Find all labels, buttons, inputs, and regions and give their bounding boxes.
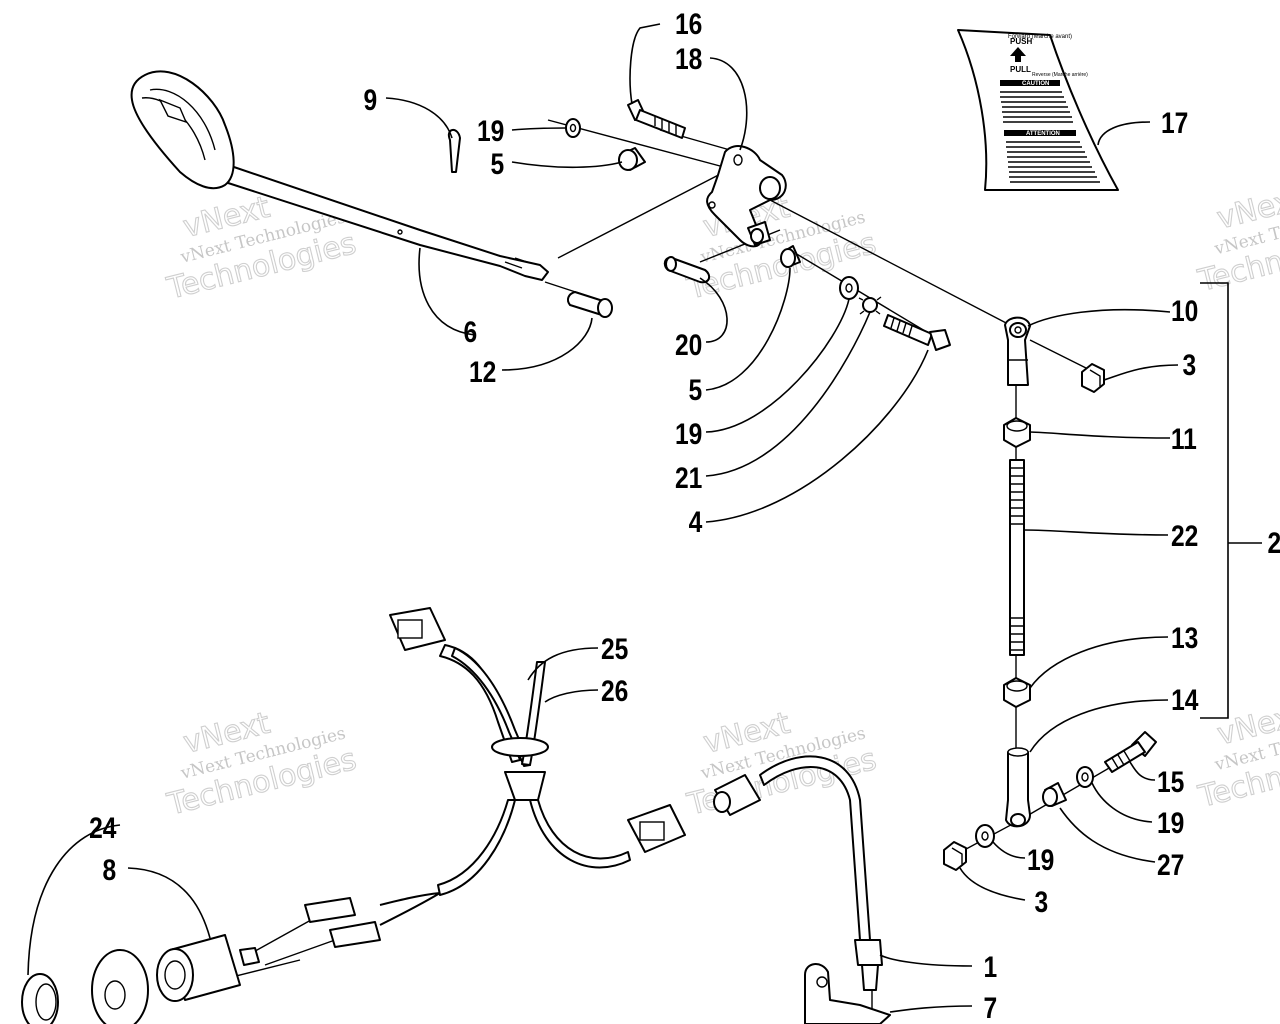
- switch-nut: [21, 973, 59, 1024]
- callout-5-middle: 5: [689, 373, 703, 407]
- wire-harness: [304, 607, 686, 948]
- bushing-top: [618, 147, 646, 171]
- switch-body: [91, 934, 260, 1024]
- watermark-left-bottom: vNext vNext Technologies Technologies: [163, 705, 361, 823]
- callout-25: 25: [601, 632, 628, 666]
- bolt-top: [627, 99, 686, 139]
- washer-bottom-right: [1076, 766, 1094, 788]
- callout-10: 10: [1171, 294, 1198, 328]
- callout-16: 16: [675, 7, 702, 41]
- spacer-bushing: [1042, 782, 1067, 807]
- callout-14: 14: [1171, 683, 1199, 717]
- svg-text:ATTENTION: ATTENTION: [1026, 131, 1060, 137]
- jam-nut-top: [1003, 417, 1031, 448]
- callout-17: 17: [1161, 106, 1188, 140]
- shift-rod: [1009, 459, 1025, 656]
- pivot-pin: [663, 256, 711, 284]
- shift-bracket: [706, 145, 787, 248]
- jam-nut-bottom: [1003, 677, 1031, 708]
- callout-9: 9: [364, 83, 378, 117]
- bolt-middle: [883, 314, 951, 351]
- assembly-bracket: [1200, 282, 1262, 719]
- callout-labels: 16 18 17 9 19 5 6 12 20 5 19 21 4 10 3 1…: [89, 7, 1280, 1024]
- callout-27: 27: [1157, 848, 1184, 882]
- callout-5-top: 5: [491, 147, 505, 181]
- speed-sensor-cable: [713, 755, 883, 991]
- lock-washer: [858, 296, 882, 315]
- callout-3-top: 3: [1183, 348, 1197, 382]
- nut-bottom: [943, 841, 967, 871]
- leader-lines: [27, 23, 1179, 1013]
- shift-decal: Forward (Marche avant) PUSH PULL Reverse…: [957, 29, 1119, 191]
- washer-top: [565, 118, 581, 138]
- callout-4: 4: [689, 505, 703, 539]
- callout-19-middle: 19: [675, 417, 702, 451]
- callout-18: 18: [675, 42, 702, 76]
- callout-21: 21: [675, 461, 702, 495]
- callout-24: 24: [89, 811, 117, 845]
- callout-19-bottom-left: 19: [1027, 843, 1054, 877]
- callout-1: 1: [984, 950, 998, 984]
- ball-joint-bottom: [1005, 747, 1031, 828]
- shift-handle: [130, 70, 235, 190]
- watermark-center-bottom: vNext vNext Technologies Technologies: [683, 705, 881, 823]
- mount-bracket: [804, 963, 891, 1024]
- watermark-right-top: vNext vNext Technologies Technologies: [1194, 181, 1280, 300]
- callout-22: 22: [1171, 519, 1198, 553]
- svg-text:PULL: PULL: [1010, 65, 1031, 74]
- callout-13: 13: [1171, 621, 1198, 655]
- clevis-pin: [566, 291, 613, 318]
- washer-middle: [839, 276, 859, 300]
- svg-text:Forward (Marche avant): Forward (Marche avant): [1008, 34, 1072, 40]
- nut-top: [1081, 363, 1105, 393]
- callout-8: 8: [103, 853, 117, 887]
- ball-joint-top: [1004, 316, 1031, 386]
- callout-11: 11: [1171, 422, 1197, 456]
- svg-text:CAUTION: CAUTION: [1022, 81, 1049, 87]
- callout-19-top: 19: [477, 114, 504, 148]
- callout-6: 6: [464, 315, 478, 349]
- callout-26: 26: [601, 674, 628, 708]
- washer-bottom-left: [975, 824, 995, 848]
- callout-7: 7: [984, 991, 998, 1024]
- bolt-bottom: [1104, 731, 1157, 773]
- callout-12: 12: [469, 355, 496, 389]
- callout-15: 15: [1157, 765, 1184, 799]
- callout-3-bottom: 3: [1035, 885, 1049, 919]
- callout-19-bottom-right: 19: [1157, 806, 1184, 840]
- svg-text:PUSH: PUSH: [1010, 37, 1032, 46]
- callout-2: 2: [1268, 526, 1280, 560]
- bushing-middle: [780, 245, 801, 268]
- cotter-pin: [447, 129, 461, 173]
- svg-text:Reverse (Marche arrière): Reverse (Marche arrière): [1032, 72, 1088, 78]
- shift-lever: [224, 164, 549, 281]
- callout-20: 20: [675, 328, 702, 362]
